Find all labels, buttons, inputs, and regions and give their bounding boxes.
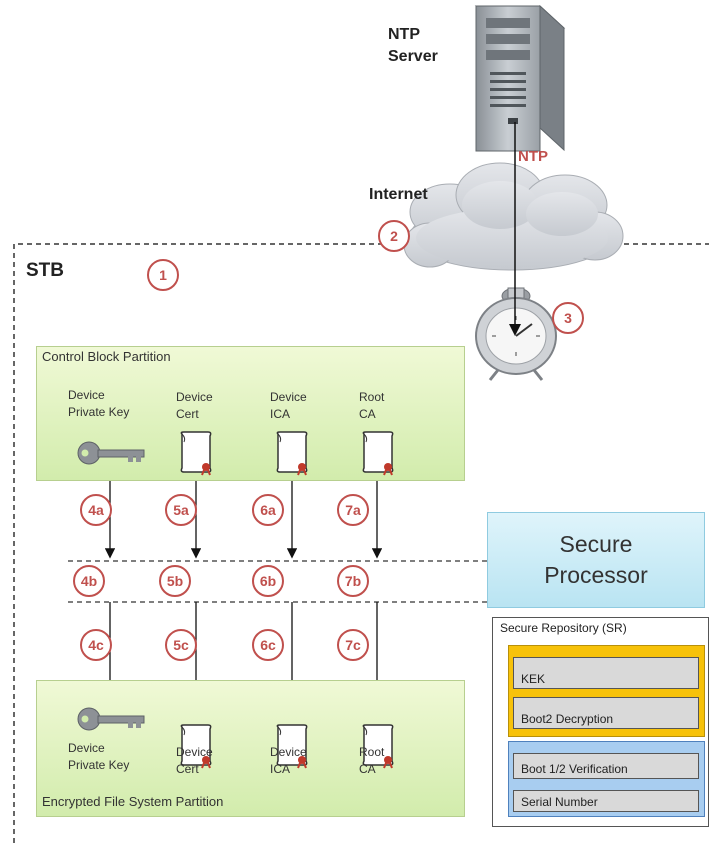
cb-root-ca-label: Root CA: [359, 390, 385, 421]
efs-device-cert-label: Device Cert: [176, 745, 213, 776]
step-marker-6a: 6a: [252, 494, 284, 526]
ntp-protocol-label: NTP: [518, 148, 548, 165]
step-marker-6c: 6c: [252, 629, 284, 661]
encrypted-fs-partition: [36, 680, 465, 817]
step-marker-6b: 6b: [252, 565, 284, 597]
svg-text:6c: 6c: [260, 637, 276, 653]
ntp-server-label: NTP Server: [388, 24, 438, 68]
step-marker-4b: 4b: [73, 565, 105, 597]
internet-cloud-icon: [403, 162, 624, 271]
cb-ica-scroll-icon: [276, 431, 308, 476]
sr-item-boot2-decryption: Boot2 Decryption: [513, 697, 699, 729]
step-marker-3: 3: [552, 302, 584, 334]
cb-device-ica-label: Device ICA: [270, 390, 307, 421]
sr-item-boot12-verification: Boot 1/2 Verification: [513, 753, 699, 779]
svg-text:5a: 5a: [173, 502, 189, 518]
step-markers: 1 2 3 4a 5a 6a 7a 4b 5b 6b 7b 4c 5c 6c 7…: [73, 220, 584, 661]
internet-label: Internet: [369, 186, 428, 203]
efs-key-icon: [77, 707, 145, 731]
svg-text:5b: 5b: [167, 573, 183, 589]
svg-text:3: 3: [564, 310, 572, 326]
efs-root-ca-label: Root CA: [359, 745, 385, 776]
ntp-server-icon: [474, 4, 566, 152]
step-marker-5a: 5a: [165, 494, 197, 526]
sr-item-serial-number: Serial Number: [513, 790, 699, 812]
svg-text:4a: 4a: [88, 502, 104, 518]
step-marker-7b: 7b: [337, 565, 369, 597]
cb-device-cert-label: Device Cert: [176, 390, 213, 421]
efs-cert-scroll-icon: [180, 724, 212, 769]
alarm-clock-icon: [475, 287, 557, 381]
svg-text:6b: 6b: [260, 573, 276, 589]
efs-root-ca-scroll-icon: [362, 724, 394, 769]
svg-text:2: 2: [390, 228, 398, 244]
efs-device-private-key-label: Device Private Key: [68, 741, 130, 772]
secure-processor-box: Secure Processor: [487, 512, 705, 608]
secure-processor-line2: Processor: [544, 562, 648, 588]
svg-text:5c: 5c: [173, 637, 189, 653]
svg-text:7b: 7b: [345, 573, 361, 589]
control-block-partition: [36, 346, 465, 481]
stb-label: STB: [26, 260, 64, 281]
step-marker-4c: 4c: [80, 629, 112, 661]
secure-repository-title: Secure Repository (SR): [500, 621, 627, 635]
step-marker-4a: 4a: [80, 494, 112, 526]
step-marker-5b: 5b: [159, 565, 191, 597]
stb-boundary: [13, 243, 709, 843]
cb-root-ca-scroll-icon: [362, 431, 394, 476]
secure-processor-line1: Secure: [559, 531, 633, 557]
svg-text:6a: 6a: [260, 502, 276, 518]
step-marker-7a: 7a: [337, 494, 369, 526]
step-marker-1: 1: [147, 259, 179, 291]
svg-text:1: 1: [159, 267, 167, 283]
step-marker-7c: 7c: [337, 629, 369, 661]
svg-text:7a: 7a: [345, 502, 361, 518]
ntp-server-label-line1: NTP: [388, 26, 420, 43]
cb-key-icon: [77, 441, 145, 465]
encrypted-fs-partition-title: Encrypted File System Partition: [42, 794, 224, 809]
ntp-server-label-line2: Server: [388, 48, 438, 65]
control-block-partition-title: Control Block Partition: [42, 349, 171, 364]
efs-device-ica-label: Device ICA: [270, 745, 307, 776]
svg-text:4c: 4c: [88, 637, 104, 653]
cb-device-private-key-label: Device Private Key: [68, 388, 130, 419]
sr-item-kek: KEK: [513, 657, 699, 689]
svg-text:7c: 7c: [345, 637, 361, 653]
efs-ica-scroll-icon: [276, 724, 308, 769]
step-marker-5c: 5c: [165, 629, 197, 661]
cb-cert-scroll-icon: [180, 431, 212, 476]
step-marker-2: 2: [378, 220, 410, 252]
svg-text:4b: 4b: [81, 573, 97, 589]
